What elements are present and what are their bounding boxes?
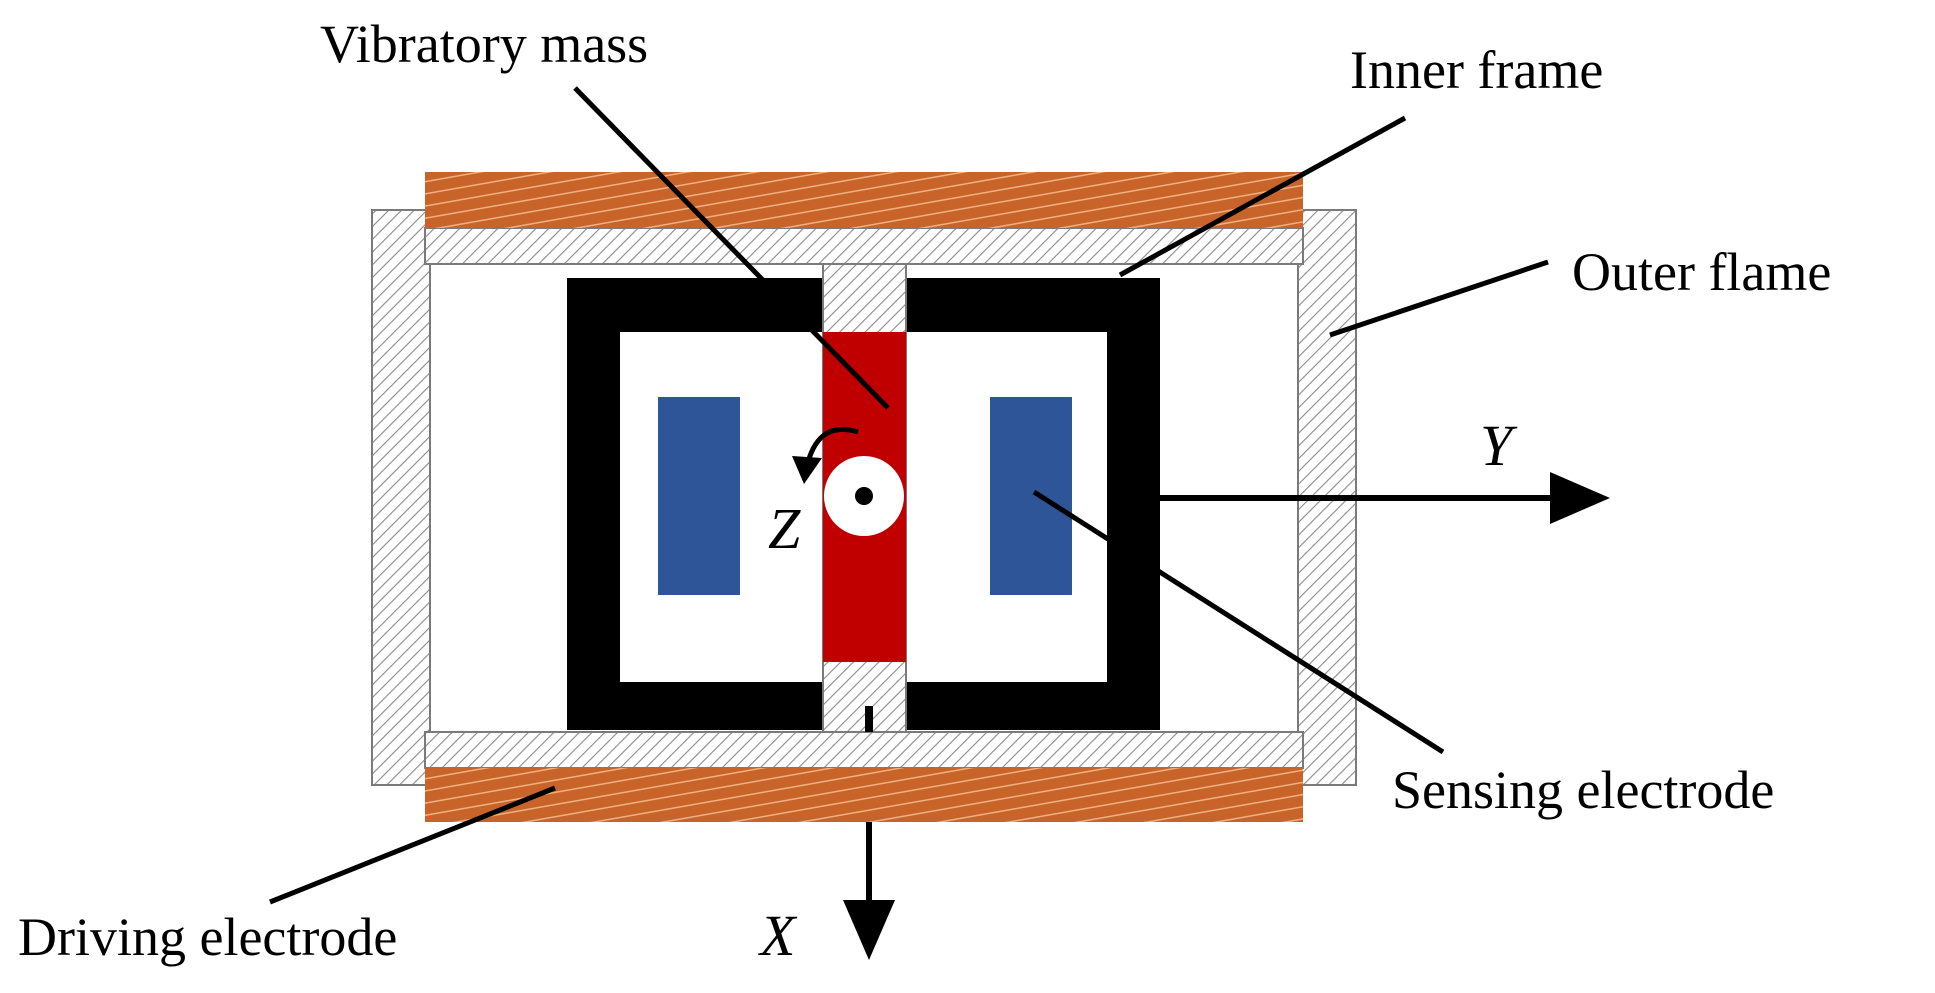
leader-outer-flame: [1329, 259, 1549, 338]
label-outer-flame: Outer flame: [1572, 242, 1831, 302]
label-sensing-electrode: Sensing electrode: [1392, 760, 1774, 820]
axis-label-x: X: [758, 903, 798, 968]
leader-vibratory-mass: [573, 86, 890, 410]
outer-frame-bottom-beam: [424, 731, 1304, 769]
x-axis-arrow: [843, 822, 895, 960]
label-driving-electrode: Driving electrode: [18, 907, 397, 967]
label-inner-frame: Inner frame: [1350, 40, 1603, 100]
label-vibratory-mass: Vibratory mass: [320, 14, 648, 74]
rotation-arrow: [805, 426, 859, 463]
z-axis-symbol: [792, 426, 904, 536]
driving-electrode-top: [425, 172, 1303, 228]
leader-lines: [269, 86, 1549, 905]
y-axis-arrow: [1160, 472, 1610, 524]
leader-sensing-electrode: [1032, 489, 1445, 755]
sensing-electrode-left: [658, 397, 740, 595]
axis-label-y: Y: [1480, 413, 1518, 478]
axis-label-z: Z: [768, 496, 801, 561]
driving-electrode-bottom: [425, 768, 1303, 822]
leader-driving-electrode: [269, 785, 556, 905]
rotation-arrowhead: [792, 456, 822, 484]
sensing-electrode-right: [990, 397, 1072, 595]
outer-frame-left: [371, 209, 431, 786]
leader-inner-frame: [1118, 115, 1407, 278]
